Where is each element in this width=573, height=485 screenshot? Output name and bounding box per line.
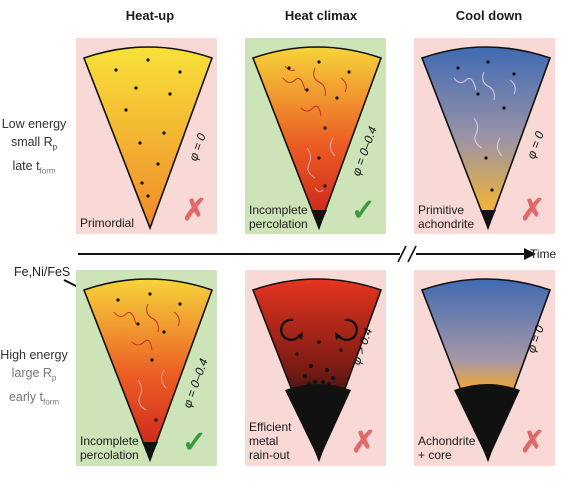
cross-icon: ✗ [181, 194, 207, 227]
panel-caption: Primordial [80, 216, 135, 230]
asteroid-wedge-low-cooldown [414, 38, 555, 234]
row-low-size: small Rp [10, 135, 58, 152]
row-low-title: Low energy [1, 117, 67, 131]
row-label-high: High energy large Rp early tform [0, 346, 68, 411]
metal-pointer-label: Fe,Ni/FeS [14, 265, 71, 279]
row-high-time: early tform [8, 389, 60, 407]
asteroid-wedge-high-cooldown [414, 270, 555, 466]
panel-low-climax: φ = 0–0.4 Incomplete percolation ✓ [245, 38, 386, 234]
check-icon: ✓ [350, 194, 376, 227]
cross-icon: ✗ [519, 426, 545, 459]
panel-low-cooldown: φ = 0 Primitive achondrite ✗ [414, 38, 555, 234]
panel-caption: Incomplete percolation [80, 434, 139, 462]
asteroid-wedge-low-climax [245, 38, 386, 234]
cross-icon: ✗ [519, 194, 545, 227]
row-high-title: High energy [0, 348, 68, 362]
row-label-low: Low energy small Rp late tform [0, 115, 68, 180]
panel-caption: Achondrite + core [418, 434, 476, 462]
panel-caption: Incomplete percolation [249, 203, 308, 231]
timeline-label: Time [530, 247, 557, 261]
asteroid-wedge-high-heatup [76, 270, 217, 466]
cross-icon: ✗ [350, 426, 376, 459]
panel-high-cooldown: φ = 0 Achondrite + core ✗ [414, 270, 555, 466]
column-header-heatup: Heat-up [125, 8, 175, 23]
panel-high-climax: φ > 0.4 Efficient metal rain-out ✗ [245, 270, 386, 466]
row-high-size: large Rp [11, 366, 57, 383]
panel-caption: Efficient metal rain-out [249, 420, 292, 462]
timeline-arrow [78, 245, 536, 263]
column-header-climax: Heat climax [284, 8, 358, 23]
row-low-time: late tform [12, 158, 56, 176]
column-header-cooldown: Cool down [455, 8, 523, 23]
panel-low-heatup: φ = 0 Primordial ✗ [76, 38, 217, 234]
check-icon: ✓ [181, 426, 207, 459]
panel-caption: Primitive achondrite [418, 203, 475, 231]
panel-high-heatup: φ = 0–0.4 Incomplete percolation ✓ [76, 270, 217, 466]
asteroid-wedge-low-heatup [76, 38, 217, 234]
asteroid-wedge-high-climax [245, 270, 386, 466]
